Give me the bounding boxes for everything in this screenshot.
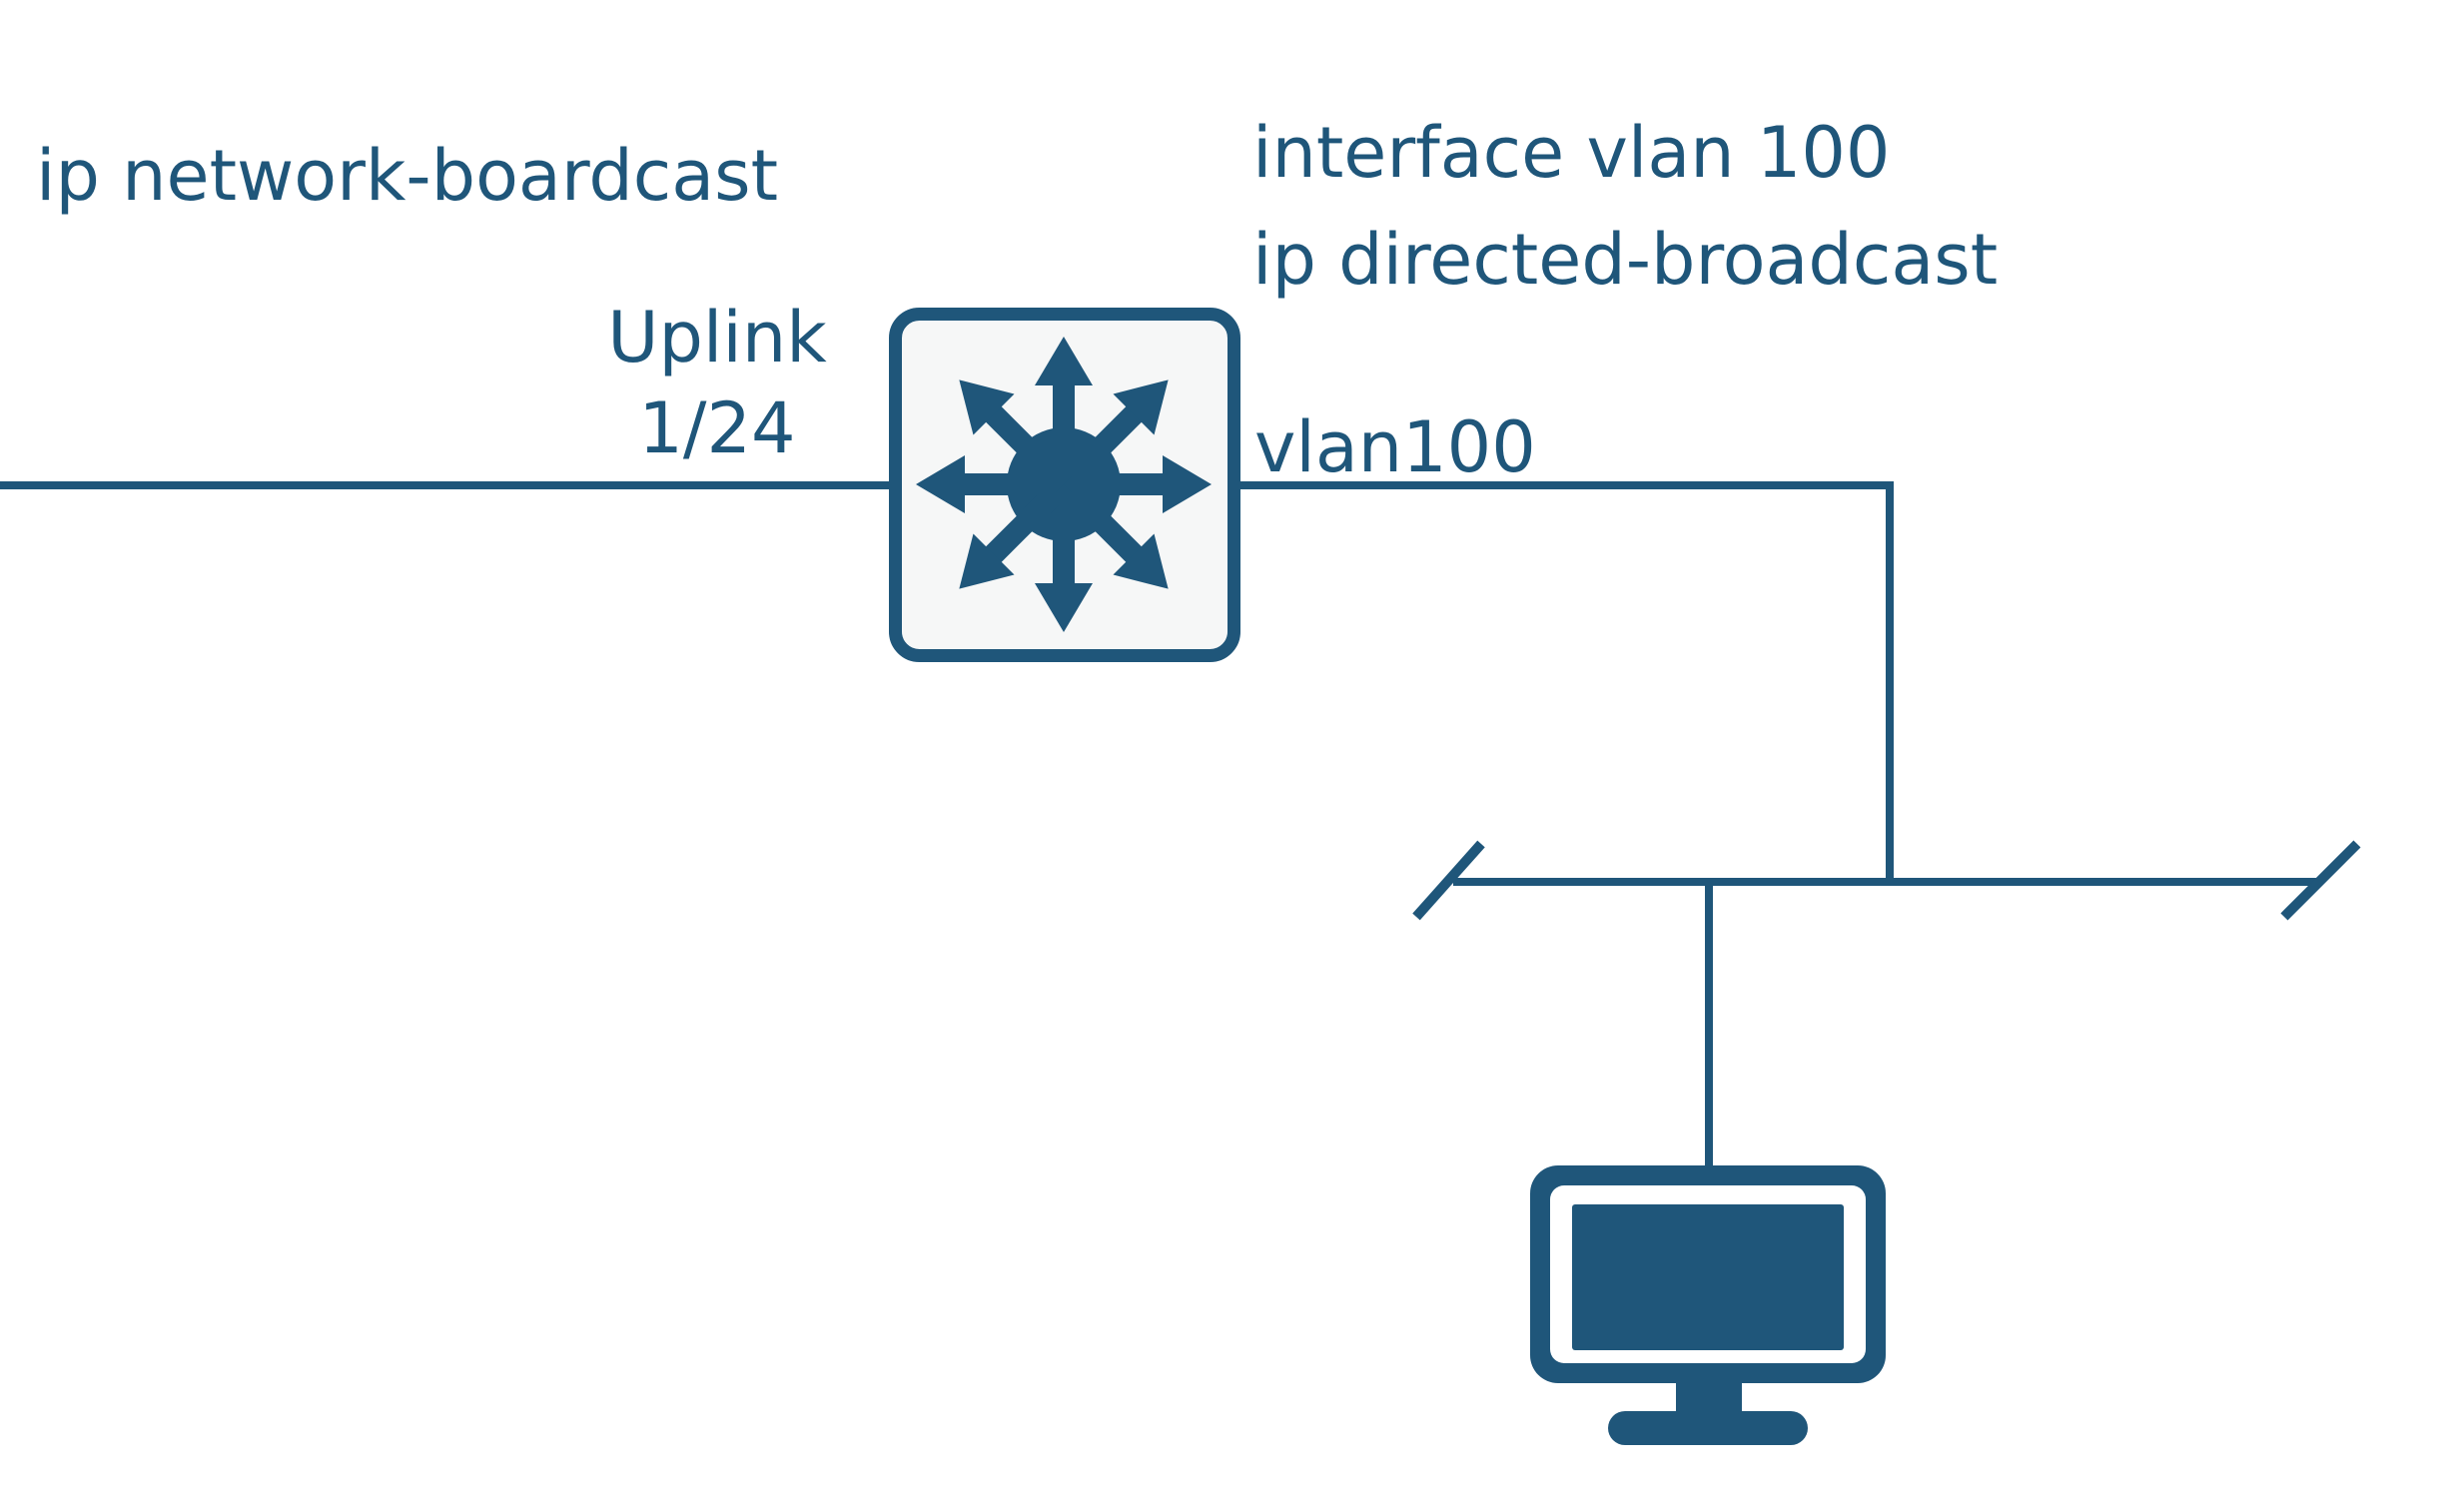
bus-right-terminator-slash-icon: [2280, 840, 2361, 921]
switch-arrow-down: [1035, 484, 1093, 632]
switch-arrow-down-left: [959, 476, 1072, 589]
label-svi-config-line2: ip directed-broadcast: [1252, 219, 1999, 301]
switch-arrow-left: [916, 455, 1064, 513]
switch-arrow-up: [1035, 337, 1093, 484]
switch-arrow-up-left: [959, 379, 1072, 492]
bus-left-terminator-slash-icon: [1412, 840, 1485, 921]
switch-arrow-down-right: [1056, 476, 1169, 589]
multilayer-switch-icon: [889, 308, 1240, 662]
label-vlan-wire: vlan100: [1254, 406, 1536, 488]
vlan100-wire: [1238, 481, 1894, 882]
desktop-monitor-icon: [1530, 1165, 1886, 1445]
label-uplink-port: 1/24: [638, 387, 796, 469]
label-uplink-name: Uplink: [607, 297, 827, 378]
switch-arrow-right: [1064, 455, 1212, 513]
label-global-command: ip network-boardcast: [36, 135, 779, 217]
label-svi-config-line1: interface vlan 100: [1252, 112, 1891, 194]
switch-arrow-up-right: [1056, 379, 1169, 492]
